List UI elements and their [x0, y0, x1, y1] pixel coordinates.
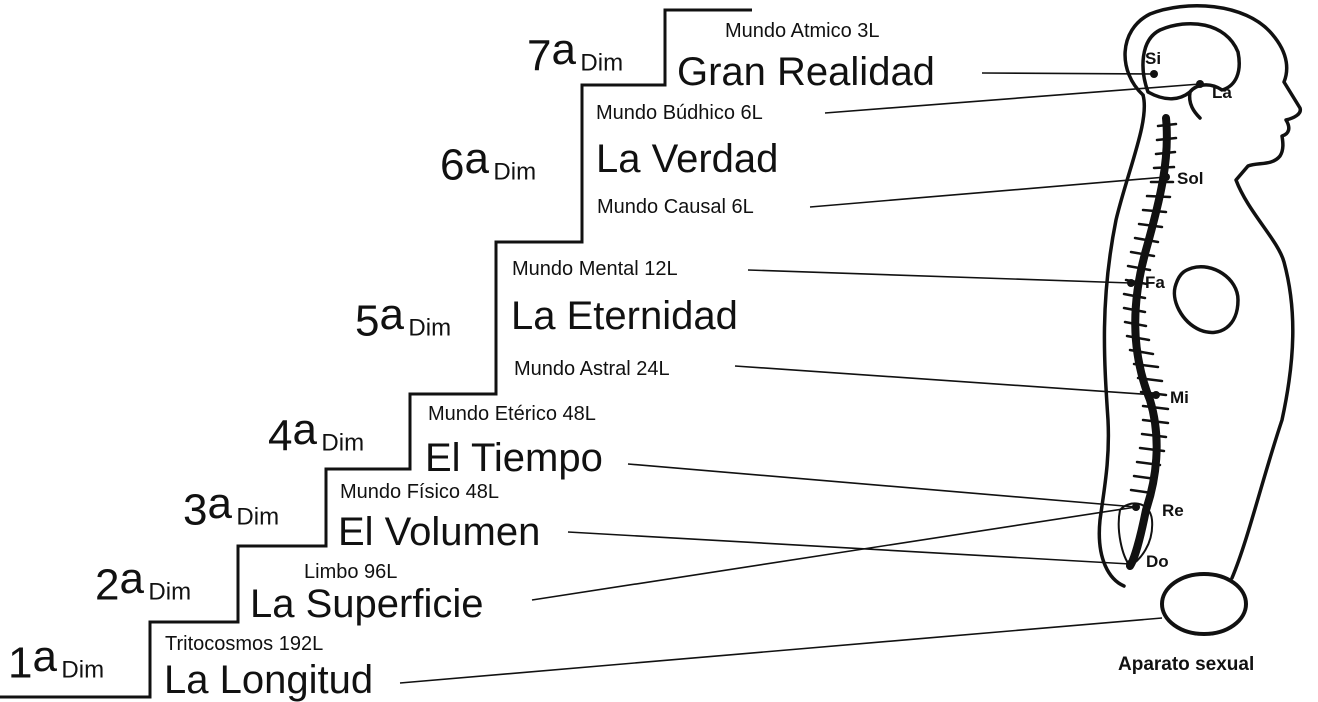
dimension-ordinal: a: [207, 479, 232, 528]
dimension-ordinal: a: [379, 290, 404, 339]
chakra-label-re: Re: [1162, 501, 1184, 520]
world-label-atmico: Mundo Atmico 3L: [725, 20, 880, 42]
chakra-label-fa: Fa: [1145, 273, 1165, 292]
connector-lines: [399, 72, 1201, 684]
heart-outline: [1172, 265, 1240, 335]
dimension-number: 1: [8, 638, 33, 688]
brainstem: [1187, 90, 1202, 120]
human-silhouette: [1097, 4, 1303, 588]
dimension-number: 4: [268, 411, 293, 461]
dimension-number: 6: [440, 140, 465, 190]
chakra-label-do: Do: [1146, 552, 1169, 571]
realm-label-la-verdad: La Verdad: [596, 137, 779, 181]
dimension-ordinal: a: [32, 632, 57, 681]
back-outline: [1097, 93, 1147, 588]
dimension-label-2: 2a Dim: [95, 557, 191, 607]
world-label-tritocosmos: Tritocosmos 192L: [165, 633, 324, 655]
world-label-budhico: Mundo Búdhico 6L: [596, 102, 763, 124]
dimension-ordinal: a: [292, 405, 317, 454]
head-outline: [1123, 4, 1303, 580]
dimension-number: 2: [95, 560, 120, 610]
dimension-word: Dim: [580, 49, 624, 77]
dimension-number: 5: [355, 296, 380, 346]
world-label-mental: Mundo Mental 12L: [512, 258, 678, 280]
dimension-word: Dim: [493, 158, 537, 186]
realm-label-la-longitud: La Longitud: [164, 658, 374, 702]
dimension-ordinal: a: [551, 25, 576, 74]
realm-label-el-tiempo: El Tiempo: [425, 436, 603, 480]
dimension-label-1: 1a Dim: [8, 635, 104, 685]
dimension-label-5: 5a Dim: [355, 293, 451, 343]
dimension-word: Dim: [61, 656, 105, 684]
world-label-fisico: Mundo Físico 48L: [340, 481, 499, 503]
world-label-eterico: Mundo Etérico 48L: [428, 403, 596, 425]
dimension-word: Dim: [408, 314, 452, 342]
chakra-label-si: Si: [1145, 49, 1162, 68]
dimension-word: Dim: [148, 578, 192, 606]
spine-column: [1126, 114, 1171, 570]
dimension-ordinal: a: [464, 134, 489, 183]
dimension-ordinal: a: [119, 554, 144, 603]
sexual-organ-circle: [1160, 572, 1248, 636]
dimension-label-4: 4a Dim: [268, 408, 364, 458]
dimension-label-7: 7a Dim: [527, 28, 623, 78]
dimension-label-3: 3a Dim: [183, 482, 279, 532]
dimension-word: Dim: [321, 429, 365, 457]
sexual-organ-label: Aparato sexual: [1118, 654, 1255, 675]
realm-label-el-volumen: El Volumen: [338, 510, 541, 554]
realm-label-la-superficie: La Superficie: [250, 582, 484, 626]
realm-label-gran-realidad: Gran Realidad: [677, 50, 935, 94]
dimension-label-6: 6a Dim: [440, 137, 536, 187]
dimension-word: Dim: [236, 503, 280, 531]
world-label-limbo: Limbo 96L: [304, 561, 398, 583]
dimension-number: 3: [183, 485, 208, 535]
chakra-label-mi: Mi: [1170, 388, 1189, 407]
realm-label-la-eternidad: La Eternidad: [511, 294, 738, 338]
chakra-label-sol: Sol: [1177, 169, 1204, 188]
dimension-number: 7: [527, 31, 552, 81]
staircase-line: [0, 8, 752, 699]
world-label-astral: Mundo Astral 24L: [514, 358, 670, 380]
world-label-causal: Mundo Causal 6L: [597, 196, 754, 218]
chakra-label-la: La: [1212, 83, 1232, 102]
vertebrae: [1122, 122, 1178, 495]
